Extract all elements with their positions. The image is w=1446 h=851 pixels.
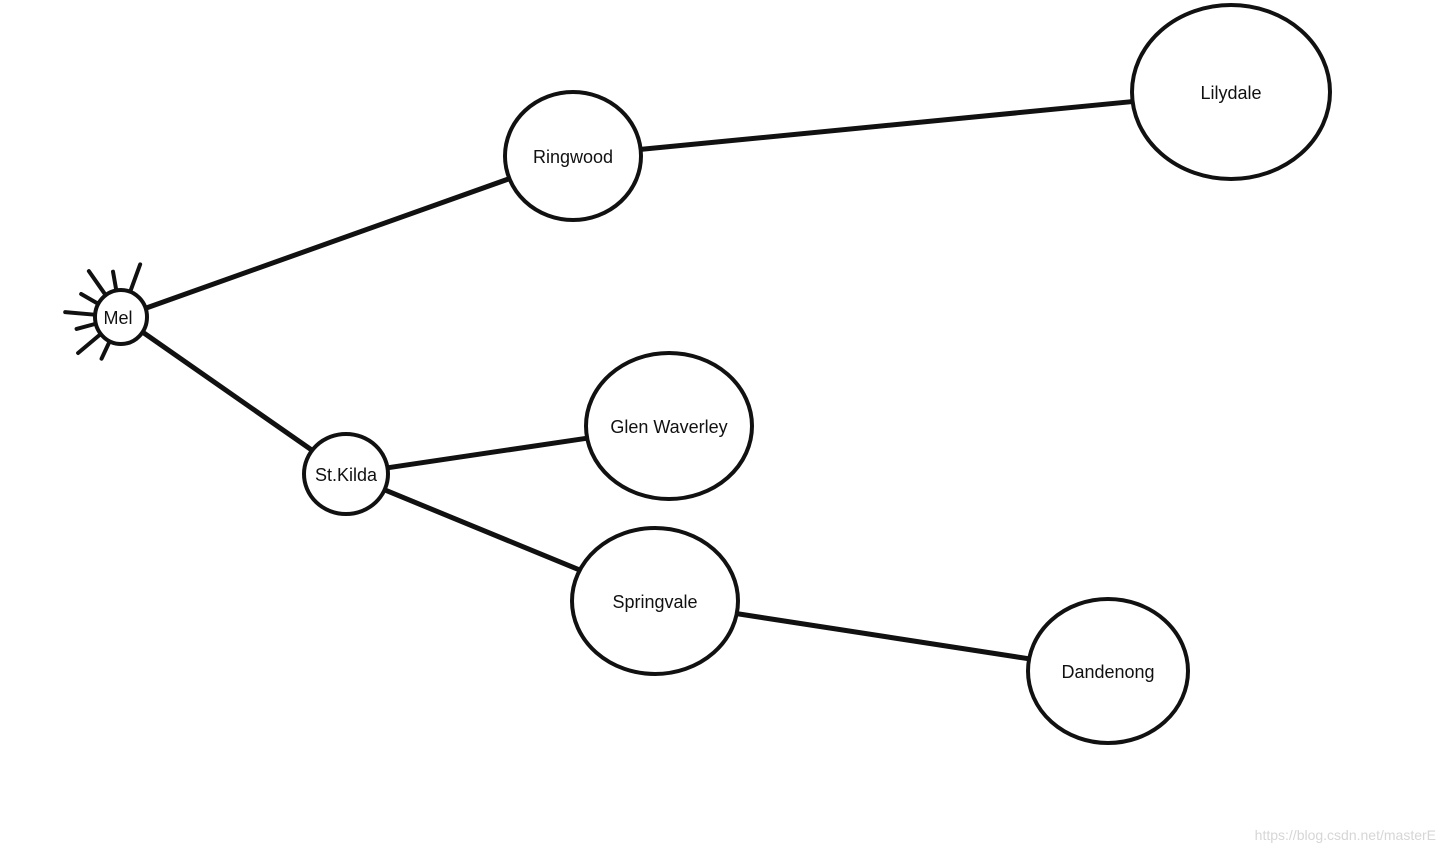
watermark-text: https://blog.csdn.net/masterE — [1254, 827, 1436, 843]
node-mel: Mel — [93, 288, 149, 346]
edge-mel-ringwood — [143, 176, 512, 311]
edge-ringwood-lilydale — [638, 99, 1136, 152]
node-ringwood-label: Ringwood — [533, 147, 613, 167]
node-dandenong-label: Dandenong — [1061, 662, 1154, 682]
edge-mel-stkilda — [140, 329, 315, 453]
node-mel-label: Mel — [103, 308, 132, 328]
node-glenwaverley: Glen Waverley — [584, 351, 754, 501]
node-glenwaverley-circle — [584, 351, 754, 501]
start-ray-5 — [74, 322, 96, 331]
start-ray-3 — [79, 292, 99, 305]
node-lilydale-label: Lilydale — [1200, 83, 1261, 103]
node-stkilda-label: St.Kilda — [315, 465, 378, 485]
start-marker-icon — [63, 262, 143, 361]
edge-stkilda-springvale — [382, 487, 583, 573]
start-ray-7 — [99, 340, 112, 361]
start-ray-6 — [76, 332, 102, 355]
node-springvale: Springvale — [570, 526, 740, 676]
node-stkilda-circle — [302, 432, 390, 516]
start-ray-4 — [63, 310, 96, 317]
node-glenwaverley-label: Glen Waverley — [610, 417, 727, 437]
edges-layer — [140, 99, 1136, 662]
node-springvale-circle — [570, 526, 740, 676]
edge-springvale-dandenong — [734, 611, 1032, 662]
start-ray-2 — [86, 269, 107, 297]
node-ringwood: Ringwood — [503, 90, 643, 222]
start-ray-0 — [128, 262, 143, 293]
edge-stkilda-glenwaverley — [384, 435, 590, 471]
node-stkilda: St.Kilda — [302, 432, 390, 516]
node-springvale-label: Springvale — [612, 592, 697, 612]
start-ray-1 — [111, 269, 119, 292]
node-dandenong: Dandenong — [1026, 597, 1190, 745]
node-dandenong-circle — [1026, 597, 1190, 745]
node-lilydale-circle — [1130, 3, 1332, 181]
node-lilydale: Lilydale — [1130, 3, 1332, 181]
node-mel-circle — [93, 288, 149, 346]
node-ringwood-circle — [503, 90, 643, 222]
